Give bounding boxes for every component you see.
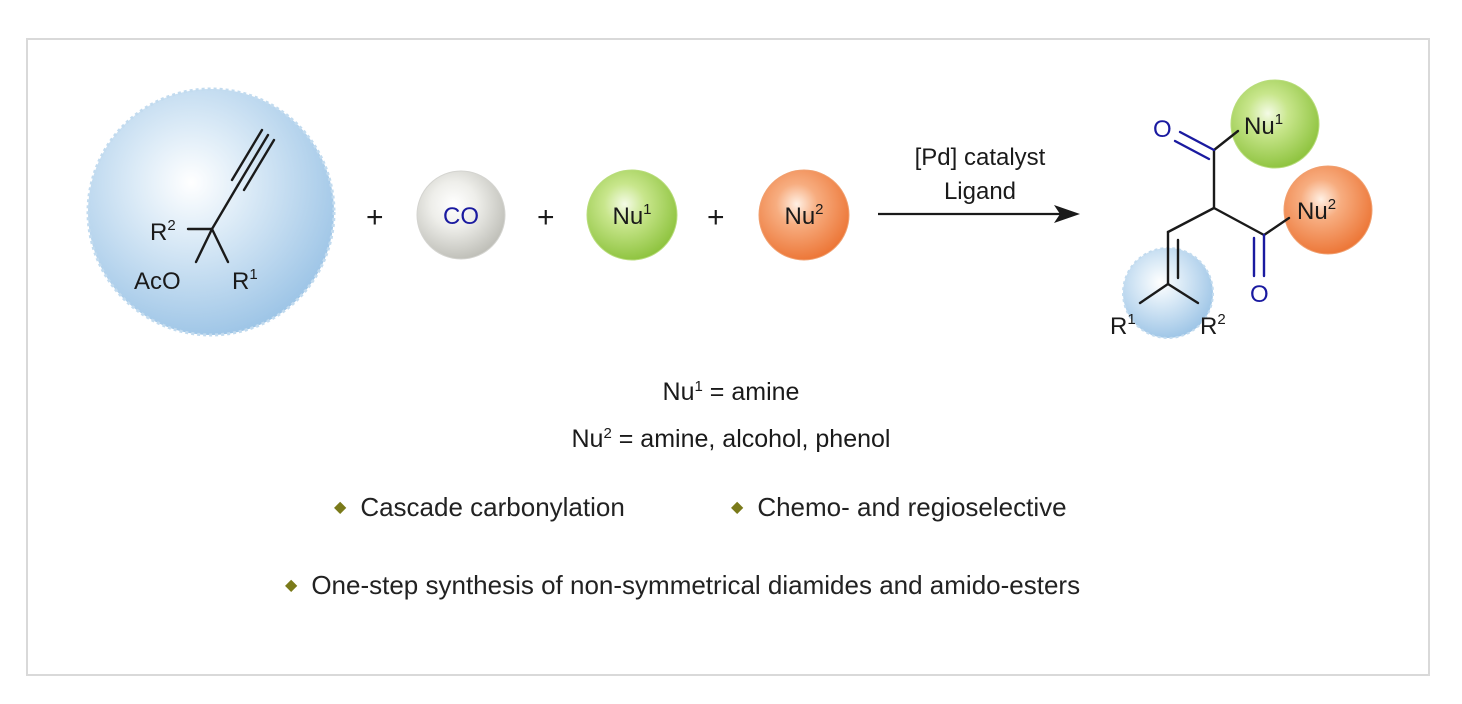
product-r2: R2 (1200, 311, 1226, 340)
definition-nu1: Nu1 = amine (662, 378, 800, 406)
conditions-ligand: Ligand (944, 178, 1016, 205)
nu1-label: Nu1 (612, 201, 651, 230)
diamond-bullet-icon: ◆ (334, 499, 347, 516)
product-nu1-sphere (1230, 79, 1320, 169)
feature-bullet: ◆Chemo- and regioselective (731, 492, 1067, 522)
product-nu2-label: Nu2 (1297, 196, 1336, 225)
product-nu2-sphere (1283, 165, 1373, 255)
nu2-sphere (758, 169, 850, 261)
substrate-bonds (186, 128, 276, 264)
definition-nu2: Nu2 = amine, alcohol, phenol (571, 425, 891, 453)
product-o-top: O (1153, 116, 1172, 143)
product-r1: R1 (1110, 311, 1136, 340)
co-sphere (416, 170, 506, 260)
diamond-bullet-icon: ◆ (731, 499, 744, 516)
substrate-r2: R2 (150, 217, 176, 246)
substrate-r1: R1 (232, 266, 258, 295)
nu2-label: Nu2 (784, 201, 823, 230)
feature-bullet: ◆One-step synthesis of non-symmetrical d… (285, 570, 1081, 600)
diamond-bullet-icon: ◆ (285, 577, 298, 594)
nu1-sphere (586, 169, 678, 261)
feature-bullet: ◆Cascade carbonylation (334, 492, 625, 522)
plus-sign: + (537, 201, 555, 234)
plus-sign: + (707, 201, 725, 234)
substrate-sphere (86, 87, 336, 337)
plus-sign: + (366, 201, 384, 234)
carbonyl-bonds (1173, 130, 1266, 278)
product-bonds (1138, 129, 1291, 305)
substrate-aco: AcO (134, 268, 181, 295)
product-o-bottom: O (1250, 281, 1269, 308)
reaction-arrow (878, 205, 1080, 223)
conditions-catalyst: [Pd] catalyst (915, 144, 1046, 171)
product-nu1-label: Nu1 (1244, 111, 1283, 140)
co-label: CO (443, 203, 479, 230)
